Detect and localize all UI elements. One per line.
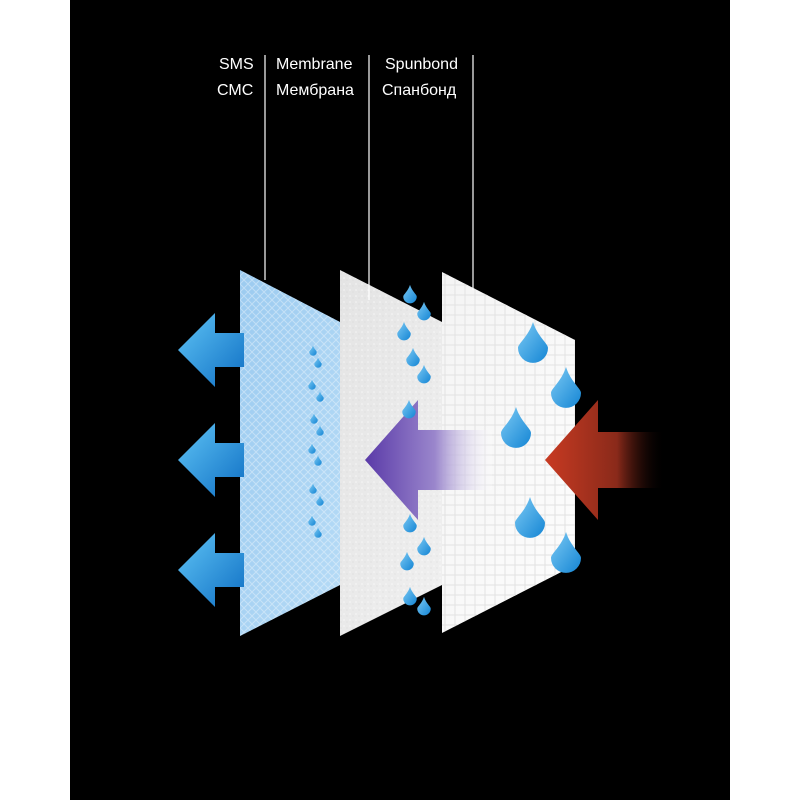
spunbond-label-ru: Спанбонд — [382, 82, 457, 99]
water-droplet-icon — [308, 443, 316, 454]
water-droplet-icon — [397, 321, 411, 341]
outflow-arrow-middle — [178, 423, 244, 497]
water-droplet-icon — [402, 399, 416, 419]
outflow-arrow-bottom — [178, 533, 244, 607]
water-droplet-icon — [403, 513, 417, 533]
water-droplet-icon — [403, 586, 417, 606]
water-droplet-icon — [310, 413, 318, 424]
water-droplet-icon — [308, 379, 316, 390]
water-droplet-icon — [518, 322, 548, 363]
spunbond-layer — [442, 272, 575, 633]
membrane-label-ru: Мембрана — [276, 82, 354, 99]
spunbond-label-en: Spunbond — [385, 56, 458, 73]
water-droplet-icon — [403, 284, 417, 304]
water-droplet-icon — [400, 551, 414, 571]
water-droplet-icon — [309, 483, 317, 494]
water-droplet-icon — [314, 357, 322, 368]
membrane-label-en: Membrane — [276, 56, 353, 73]
water-droplet-icon — [501, 407, 531, 448]
water-droplet-icon — [551, 367, 581, 408]
water-droplet-icon — [417, 536, 431, 556]
sms-label-ru: СМС — [217, 82, 254, 99]
water-droplet-icon — [316, 495, 324, 506]
water-droplet-icon — [316, 391, 324, 402]
water-droplet-icon — [551, 532, 581, 573]
water-droplet-icon — [417, 301, 431, 321]
water-droplet-icon — [308, 515, 316, 526]
water-droplet-icon — [309, 345, 317, 356]
transfer-arrow — [365, 400, 492, 520]
outflow-arrow-top — [178, 313, 244, 387]
sms-layer — [240, 270, 340, 636]
inflow-arrow — [545, 400, 665, 520]
water-droplet-icon — [417, 364, 431, 384]
water-droplet-icon — [406, 347, 420, 367]
water-droplet-icon — [417, 596, 431, 616]
water-droplet-icon — [314, 527, 322, 538]
water-droplets — [308, 284, 581, 616]
water-droplet-icon — [316, 425, 324, 436]
sms-label-en: SMS — [219, 56, 254, 73]
water-droplet-icon — [314, 455, 322, 466]
water-droplet-icon — [515, 497, 545, 538]
